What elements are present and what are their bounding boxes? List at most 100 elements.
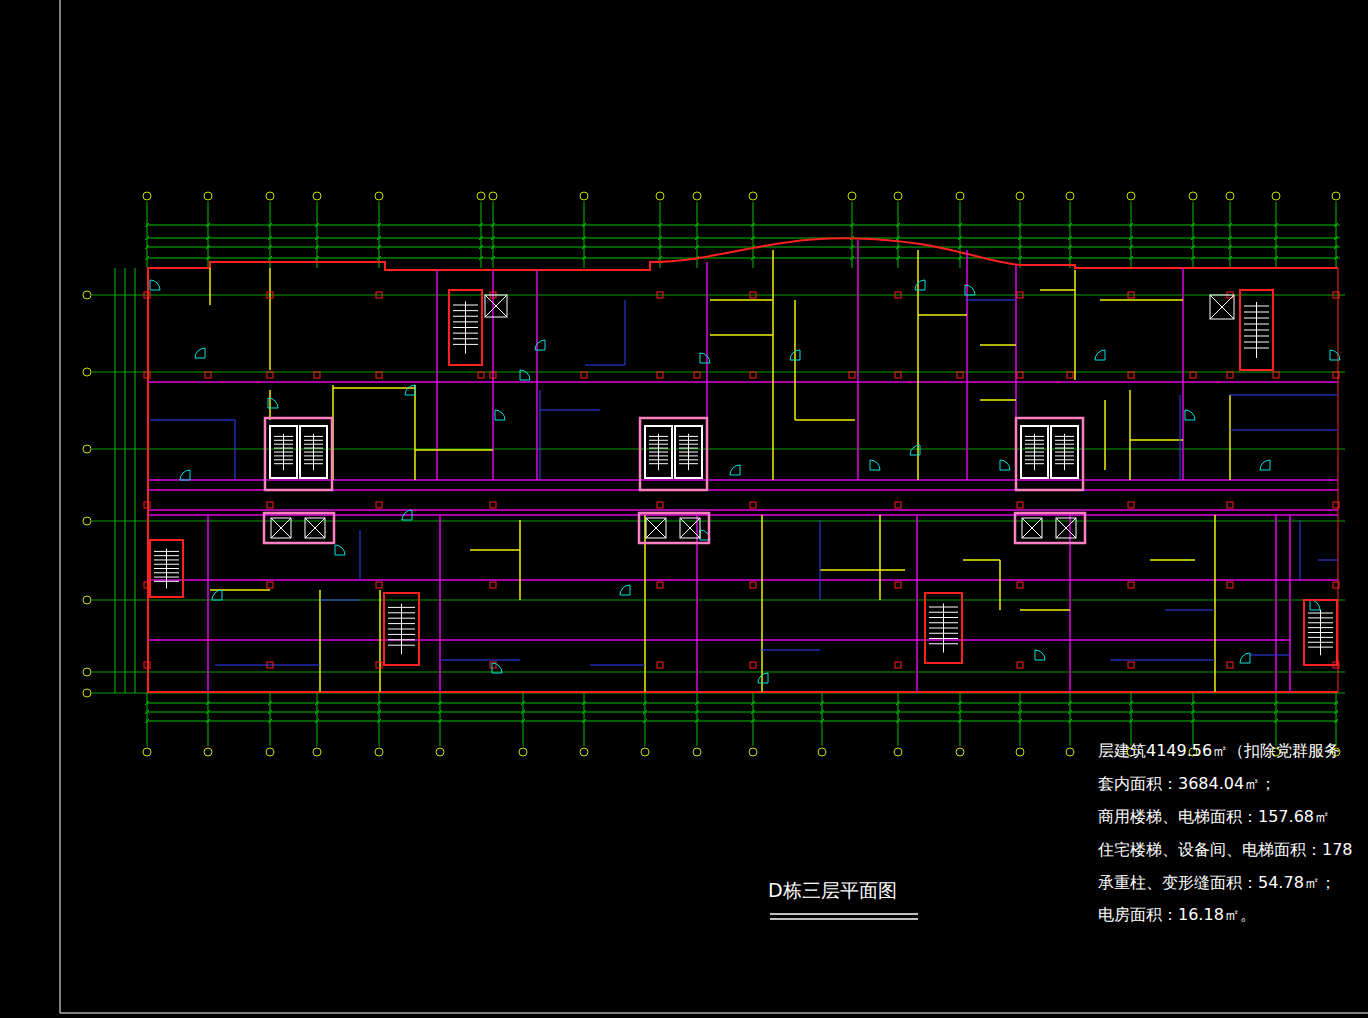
column <box>895 292 901 298</box>
dimension-tick <box>377 719 381 723</box>
elevator-cross <box>1210 295 1234 319</box>
light-partition <box>1250 655 1290 656</box>
column <box>581 372 587 378</box>
axis-bubble <box>894 192 902 200</box>
light-partition <box>965 300 1016 301</box>
axis-line <box>898 692 899 746</box>
area-note: 层建筑4149.56㎡（扣除党群服务 <box>1098 741 1340 761</box>
column <box>1333 502 1339 508</box>
column <box>895 502 901 508</box>
axis-bubble <box>83 596 91 604</box>
dimension-tick <box>145 236 149 240</box>
column <box>478 372 484 378</box>
axis-bubble <box>818 748 826 756</box>
column <box>657 292 663 298</box>
dimension-tick <box>1228 256 1232 260</box>
axis-line <box>1020 692 1021 746</box>
axis-bubble <box>1127 192 1135 200</box>
columns <box>144 292 1339 668</box>
dimension-tick <box>1334 245 1338 249</box>
core-box <box>264 513 334 543</box>
dimension-tick <box>751 719 755 723</box>
dimension-tick <box>850 256 854 260</box>
dimension-tick <box>491 223 495 227</box>
room-partition <box>710 334 773 336</box>
column <box>1128 582 1134 588</box>
stair-box <box>1021 426 1048 478</box>
dimension-tick <box>695 701 699 705</box>
dimension-tick <box>582 710 586 714</box>
axis-line <box>208 692 209 746</box>
axis-bubble <box>1066 192 1074 200</box>
door-swing <box>620 585 630 595</box>
dimension-tick <box>1274 256 1278 260</box>
drawing-title: D栋三层平面图 <box>768 878 897 902</box>
axis-bubble <box>83 517 91 525</box>
elevator-cross <box>680 518 700 538</box>
column <box>376 502 382 508</box>
axis-line <box>1336 692 1337 746</box>
light-partition <box>1300 520 1301 580</box>
light-partition <box>360 530 361 580</box>
column <box>1273 372 1279 378</box>
dimension-tick <box>268 719 272 723</box>
axis-bubble <box>848 192 856 200</box>
dimension-tick <box>377 256 381 260</box>
dimension-tick <box>206 719 210 723</box>
axis-line <box>317 692 318 746</box>
core-box <box>1016 418 1083 490</box>
dimension-tick <box>1334 223 1338 227</box>
light-partition <box>760 650 820 651</box>
axis-bubble <box>641 748 649 756</box>
corridor-wall <box>148 509 1338 511</box>
column <box>957 372 963 378</box>
light-partition <box>440 660 520 661</box>
partition-wall <box>536 270 538 480</box>
dimension-tick <box>491 236 495 240</box>
column <box>144 292 150 298</box>
dimension-tick <box>268 256 272 260</box>
elevator-car <box>1210 295 1234 319</box>
stair-rail <box>401 604 402 654</box>
column <box>895 662 901 668</box>
column <box>490 372 496 378</box>
light-partition <box>540 390 541 480</box>
axis-bubble <box>313 192 321 200</box>
dimension-tick <box>145 719 149 723</box>
axis-line <box>440 692 441 746</box>
dimension-tick <box>896 256 900 260</box>
column <box>750 292 756 298</box>
axis-bubble <box>580 192 588 200</box>
room-partition <box>379 590 381 692</box>
light-partition <box>585 365 625 366</box>
stair-box <box>150 540 183 597</box>
dimension-tick <box>1068 719 1072 723</box>
stair-box <box>270 426 297 478</box>
room-partition <box>1074 270 1076 380</box>
dimension-tick <box>479 223 483 227</box>
column <box>1227 502 1233 508</box>
stair-rail <box>1064 434 1065 470</box>
axis-bubble <box>894 748 902 756</box>
door-swing <box>335 545 345 555</box>
dimension-tick <box>491 245 495 249</box>
stair-rail <box>465 301 466 354</box>
dimension-tick <box>315 710 319 714</box>
dimension-tick <box>1129 223 1133 227</box>
dimension-tick <box>582 245 586 249</box>
dimension-tick <box>268 245 272 249</box>
dimension-tick <box>896 710 900 714</box>
stair-box <box>1304 600 1337 665</box>
core-box <box>1015 513 1085 543</box>
axis-bubble <box>489 192 497 200</box>
light-partition <box>625 300 626 365</box>
dimension-tick <box>479 245 483 249</box>
dimension-tick <box>958 710 962 714</box>
corridor-wall <box>148 381 1338 383</box>
axis-line <box>822 692 823 746</box>
axis-line <box>92 449 1345 450</box>
column <box>376 582 382 588</box>
column <box>144 662 150 668</box>
light-partition <box>1180 395 1181 480</box>
dimension-tick <box>206 701 210 705</box>
